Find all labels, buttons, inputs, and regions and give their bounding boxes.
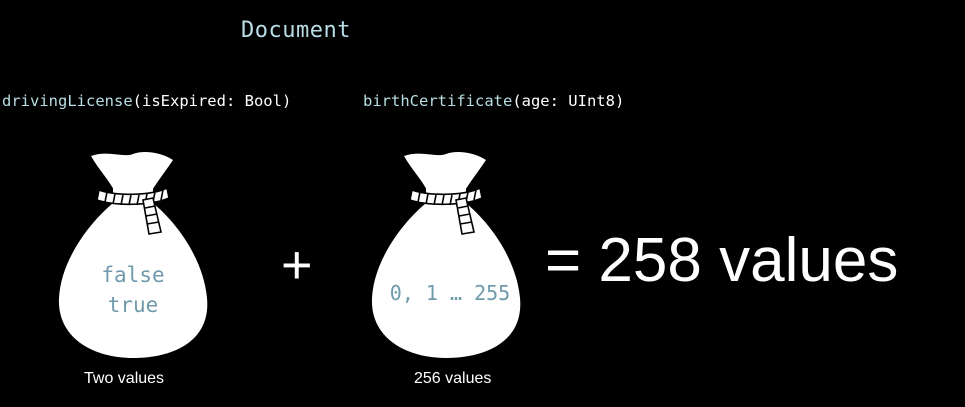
money-bag-icon [53, 148, 213, 366]
caption-uint8: 256 values [414, 370, 492, 387]
plus-operator: + [281, 235, 313, 295]
money-bag-icon [366, 148, 526, 366]
case-params: (isExpired: Bool) [132, 92, 292, 110]
case-name: birthCertificate [363, 92, 513, 110]
case-label-birth-certificate: birthCertificate(age: UInt8) [363, 92, 624, 110]
bag-value: false [101, 263, 165, 287]
bag-value: 0, 1 … 255 [389, 281, 511, 305]
slide-title: Document [241, 18, 351, 43]
case-params: (age: UInt8) [512, 92, 625, 110]
case-label-driving-license: drivingLicense(isExpired: Bool) [2, 92, 291, 110]
bag-values-uint8: 0, 1 … 255 [370, 278, 530, 308]
case-name: drivingLicense [2, 92, 133, 110]
bag-value: true [107, 293, 159, 317]
result-text: = 258 values [545, 226, 899, 295]
caption-bool: Two values [84, 370, 165, 387]
bag-values-bool: false true [53, 260, 213, 320]
